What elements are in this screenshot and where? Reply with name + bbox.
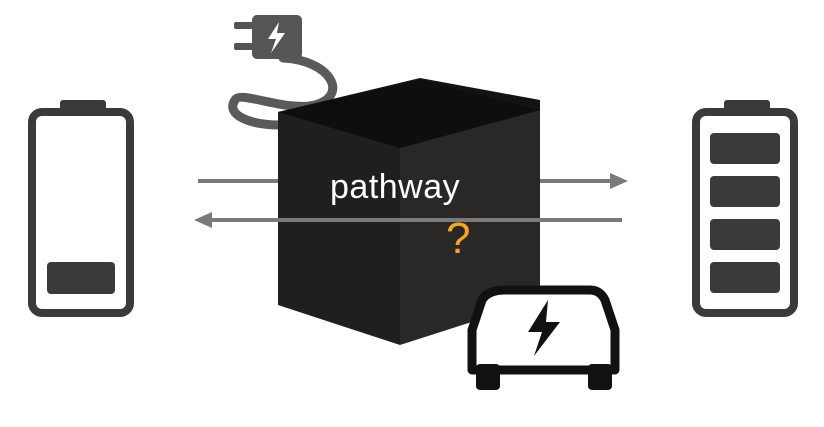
battery-low-icon bbox=[28, 100, 134, 317]
electric-car-icon bbox=[467, 285, 620, 390]
battery-full-icon bbox=[692, 100, 798, 317]
question-mark: ? bbox=[446, 214, 471, 263]
arrow-left bbox=[194, 212, 622, 228]
arrow-right bbox=[198, 173, 628, 189]
plug-icon bbox=[228, 15, 338, 130]
pathway-label: pathway bbox=[330, 168, 461, 206]
